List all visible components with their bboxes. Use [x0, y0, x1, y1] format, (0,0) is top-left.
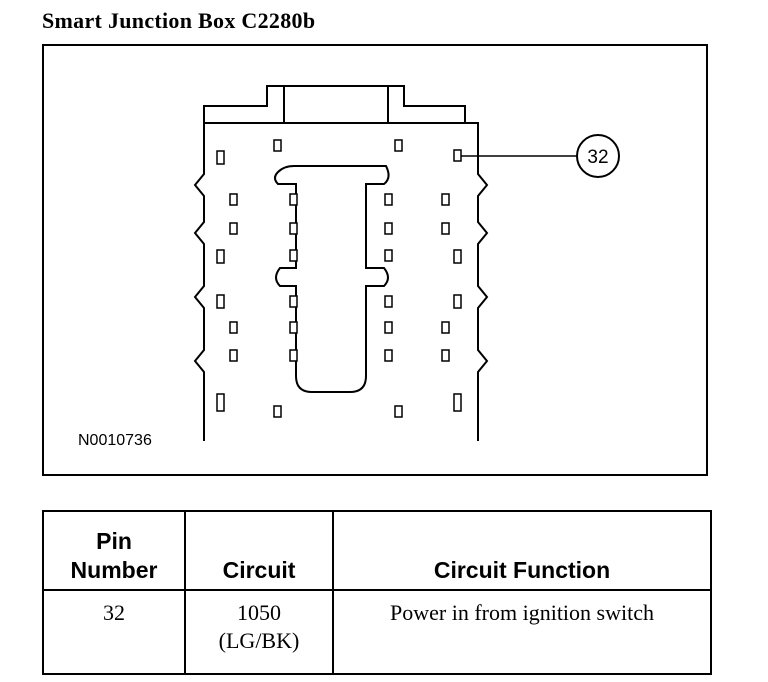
header-pin-line2: Number	[70, 557, 158, 583]
center-cavity	[274, 165, 390, 393]
header-pin-number: Pin Number	[42, 510, 186, 591]
connector-diagram: 32 N0010736	[42, 44, 708, 476]
circuit-color: (LG/BK)	[218, 628, 300, 653]
page-title: Smart Junction Box C2280b	[42, 8, 316, 33]
cell-pin: 32	[42, 589, 186, 675]
table-header-row: Pin Number Circuit Circuit Function	[42, 510, 712, 591]
circuit-number: 1050	[237, 600, 281, 625]
table-row: 32 1050 (LG/BK) Power in from ignition s…	[42, 589, 712, 675]
callout-label: 32	[587, 147, 608, 168]
cell-circuit: 1050 (LG/BK)	[184, 589, 334, 675]
connector-drawing: 32	[193, 85, 620, 441]
connector-latch	[203, 85, 466, 123]
pin-table: Pin Number Circuit Circuit Function 32 1…	[42, 510, 712, 675]
callout-circle	[576, 134, 620, 178]
connector-housing	[193, 122, 489, 441]
latch-slot	[283, 85, 389, 124]
pin-cavities	[216, 139, 462, 418]
pin-32	[453, 149, 462, 162]
header-circuit: Circuit	[184, 510, 334, 591]
header-pin-line1: Pin	[96, 528, 132, 554]
header-circuit-function: Circuit Function	[332, 510, 712, 591]
cell-circuit-function: Power in from ignition switch	[332, 589, 712, 675]
figure-id: N0010736	[78, 432, 152, 449]
